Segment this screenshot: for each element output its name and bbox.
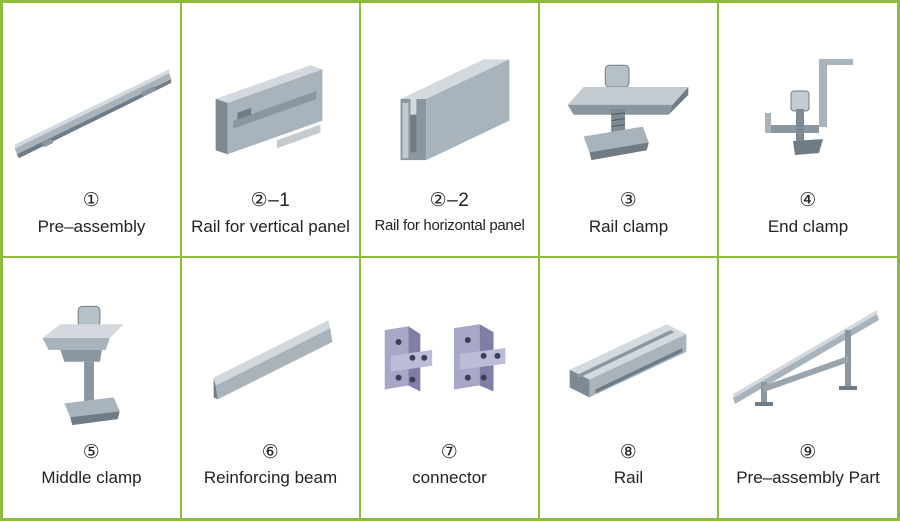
pre-assembly-rail-icon xyxy=(3,3,180,173)
part-card-rail-clamp: ③ Rail clamp xyxy=(540,3,719,258)
part-number: ① xyxy=(82,190,101,211)
part-number: ⑧ xyxy=(619,442,638,463)
part-number: ⑦ xyxy=(440,442,459,463)
connector-icon xyxy=(361,258,538,428)
part-label: Pre–assembly xyxy=(37,217,146,236)
part-card-reinforcing-beam: ⑥ Reinforcing beam xyxy=(182,258,361,518)
part-card-pre-assembly-part: ⑨ Pre–assembly Part xyxy=(719,258,897,518)
rail-clamp-icon xyxy=(540,3,717,173)
part-card-horizontal-panel-rail: ②–2 Rail for horizontal panel xyxy=(361,3,540,258)
part-card-end-clamp: ④ End clamp xyxy=(719,3,897,258)
part-number: ④ xyxy=(799,190,817,211)
part-label: Middle clamp xyxy=(41,468,142,487)
part-number: ⑨ xyxy=(799,442,817,463)
part-card-rail: ⑧ Rail xyxy=(540,258,719,518)
part-number: ⑤ xyxy=(82,442,101,463)
part-label: Rail xyxy=(613,468,644,487)
part-number: ③ xyxy=(619,190,638,211)
part-label: End clamp xyxy=(767,217,849,236)
part-label: Rail clamp xyxy=(588,217,669,236)
rail-icon xyxy=(540,258,717,428)
end-clamp-icon xyxy=(719,3,897,173)
pre-assembly-part-icon xyxy=(719,258,897,428)
middle-clamp-icon xyxy=(3,258,180,428)
horizontal-panel-rail-icon xyxy=(361,3,538,173)
part-number: ⑥ xyxy=(261,442,280,463)
part-label: Reinforcing beam xyxy=(203,468,338,487)
part-card-middle-clamp: ⑤ Middle clamp xyxy=(3,258,182,518)
part-number: ②–1 xyxy=(250,190,291,211)
reinforcing-beam-icon xyxy=(182,258,359,428)
part-card-pre-assembly: ① Pre–assembly xyxy=(3,3,182,258)
vertical-panel-rail-icon xyxy=(182,3,359,173)
part-card-connector: ⑦ connector xyxy=(361,258,540,518)
part-number: ②–2 xyxy=(429,190,470,211)
part-card-vertical-panel-rail: ②–1 Rail for vertical panel xyxy=(182,3,361,258)
part-label: Rail for vertical panel xyxy=(191,217,350,236)
part-label: Pre–assembly Part xyxy=(736,468,880,487)
part-label: connector xyxy=(412,468,487,487)
part-label: Rail for horizontal panel xyxy=(374,217,525,234)
parts-grid: ① Pre–assembly ②–1 Rail for vertical pan… xyxy=(3,3,897,518)
